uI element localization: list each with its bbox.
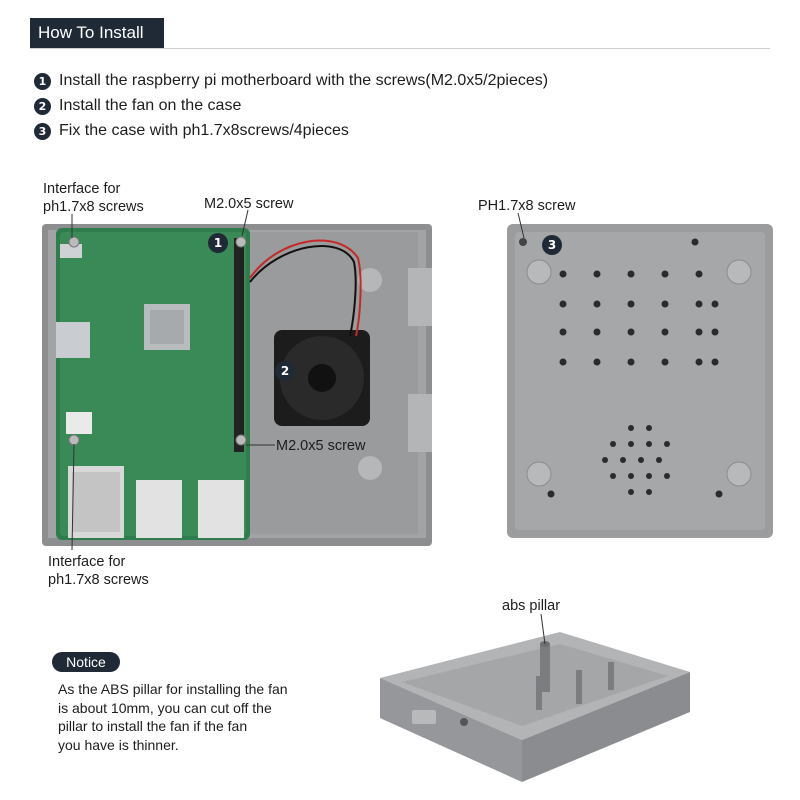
- title-underline: [30, 48, 770, 49]
- label-line: ph1.7x8 screws: [48, 572, 149, 588]
- step-number: 1: [34, 72, 51, 90]
- step-text: Fix the case with ph1.7x8screws/4pieces: [59, 122, 349, 139]
- step-number: 3: [34, 122, 51, 140]
- step-text: Install the fan on the case: [59, 97, 242, 114]
- notice-line: is about 10mm, you can cut off the: [58, 699, 272, 716]
- notice-badge: Notice: [52, 652, 120, 672]
- step-text: Install the raspberry pi motherboard wit…: [59, 72, 549, 89]
- m2-screw-label-top: M2.0x5 screw: [204, 196, 294, 212]
- case-bottom-illustration: [507, 224, 773, 538]
- step-3: 3 Fix the case with ph1.7x8screws/4piece…: [34, 122, 349, 140]
- notice-line: pillar to install the fan if the fan: [58, 718, 248, 734]
- label-line: Interface for: [48, 554, 126, 570]
- abs-pillar-label: abs pillar: [502, 598, 561, 614]
- callout-badge-3: 3: [542, 235, 562, 255]
- callout-badge-2: 2: [275, 361, 295, 381]
- step-2: 2 Install the fan on the case: [34, 97, 241, 115]
- open-case-illustration: [380, 632, 690, 782]
- ph-screw-label: PH1.7x8 screw: [478, 198, 576, 214]
- step-1: 1 Install the raspberry pi motherboard w…: [34, 72, 548, 90]
- callout-badge-1: 1: [208, 233, 228, 253]
- interface-label-top: Interface for ph1.7x8 screws: [43, 180, 144, 216]
- section-title: How To Install: [30, 18, 164, 48]
- label-line: ph1.7x8 screws: [43, 199, 144, 215]
- m2-screw-label-bottom: M2.0x5 screw: [276, 438, 366, 454]
- notice-line: you have is thinner.: [58, 736, 179, 753]
- label-line: Interface for: [43, 181, 121, 197]
- notice-line: As the ABS pillar for installing the fan: [58, 681, 288, 697]
- notice-text: As the ABS pillar for installing the fan…: [58, 680, 320, 754]
- step-number: 2: [34, 97, 51, 115]
- case-with-board-illustration: [42, 224, 432, 546]
- interface-label-bottom: Interface for ph1.7x8 screws: [48, 553, 149, 589]
